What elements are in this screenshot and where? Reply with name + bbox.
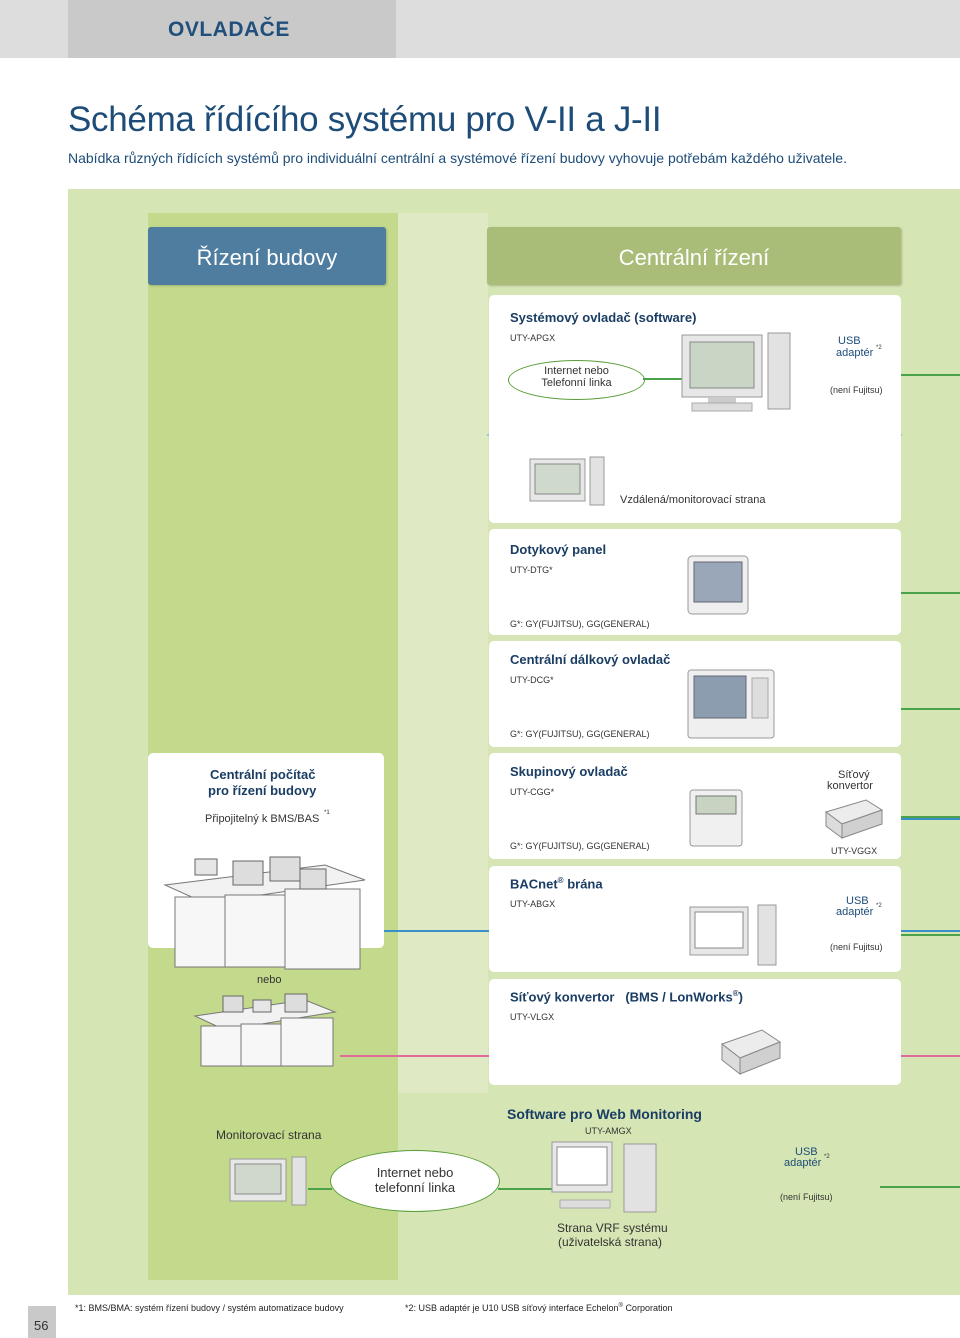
central-remote-note: G*: GY(FUJITSU), GG(GENERAL): [510, 729, 650, 739]
bms-workstation-illustration: [163, 856, 366, 970]
lonworks-converter-illustration: [720, 1029, 782, 1076]
touch-panel-model: UTY-DTG*: [510, 565, 553, 575]
remote-side-label: Vzdálená/monitorovací strana: [620, 494, 766, 506]
bacnet-model: UTY-ABGX: [510, 899, 556, 909]
oval-link: [643, 378, 685, 380]
bacnet-title-tail: brána: [567, 876, 603, 892]
usb-adapter-label-2: adaptér: [836, 906, 874, 918]
lonworks-title-close: ): [738, 989, 743, 1005]
header-building-control: Řízení budovy: [148, 227, 386, 285]
usb-sup-3: *2: [824, 1154, 830, 1160]
web-monitoring-model: UTY-AMGX: [585, 1126, 632, 1136]
bacnet-pc-illustration: [689, 904, 777, 966]
usb-adapter-label-1: adaptér: [836, 347, 874, 359]
internet-oval: Internet nebo Telefonní linka: [508, 360, 645, 400]
lonworks-model: UTY-VLGX: [510, 1012, 555, 1022]
touch-panel-illustration: [687, 555, 749, 615]
web-oval-link: [498, 1188, 552, 1190]
bacnet-title-text: BACnet: [510, 876, 558, 892]
footnote-1: *1: BMS/BMA: systém řízení budovy / syst…: [75, 1303, 344, 1313]
web-server-illustration: [551, 1141, 657, 1213]
header-central-control: Centrální řízení: [487, 227, 901, 285]
section-tab-label: OVLADAČE: [168, 18, 290, 41]
bms-title-2: pro řízení budovy: [208, 783, 317, 798]
building-control-column: [148, 213, 398, 1280]
usb-note-2: (není Fujitsu): [830, 942, 883, 952]
footnote-2-reg: ®: [618, 1303, 623, 1309]
converter-label-2: konvertor: [827, 780, 873, 792]
page-title: Schéma řídícího systému pro V-II a J-II: [68, 100, 662, 139]
column-divider: [398, 213, 488, 1093]
central-remote-model: UTY-DCG*: [510, 675, 554, 685]
bacnet-title-reg: ®: [557, 876, 564, 885]
network-converter-illustration: [824, 799, 884, 839]
bms-connect: Připojitelný k BMS/BAS: [205, 813, 320, 825]
bacnet-title: BACnet® brána: [510, 876, 603, 891]
page-number-box: 56: [28, 1306, 56, 1338]
usb-label-1: USB: [838, 335, 861, 347]
software-title: Systémový ovladač (software): [510, 310, 697, 325]
converter-line: [883, 818, 960, 820]
central-remote-illustration: [687, 669, 775, 739]
web-oval-line-1: Internet nebo: [376, 1165, 454, 1180]
usb-note-1: (není Fujitsu): [830, 385, 883, 395]
converter-model: UTY-VGGX: [831, 846, 878, 856]
page-number: 56: [34, 1318, 49, 1333]
lonworks-card: [489, 979, 901, 1085]
footnote-2-text: *2: USB adaptér je U10 USB síťový interf…: [405, 1303, 619, 1313]
usb-label-3: USB: [795, 1146, 818, 1158]
group-controller-model: UTY-CGG*: [510, 787, 555, 797]
or-label: nebo: [257, 974, 282, 986]
pc-illustration: [681, 332, 791, 412]
oval-line-1: Internet nebo: [544, 365, 609, 377]
footnote-2: *2: USB adaptér je U10 USB síťový interf…: [405, 1303, 672, 1313]
software-model: UTY-APGX: [510, 333, 556, 343]
usb-label-2: USB: [846, 895, 869, 907]
web-oval-line-2: telefonní linka: [374, 1180, 456, 1195]
bms-workstation-alt-illustration: [193, 993, 337, 1067]
usb-note-3: (není Fujitsu): [780, 1192, 833, 1202]
web-monitoring-title: Software pro Web Monitoring: [507, 1106, 702, 1122]
usb-link-line-3: [880, 1186, 960, 1188]
vrf-side-label-1: Strana VRF systému: [557, 1221, 668, 1235]
bms-title-1: Centrální počítač: [210, 767, 316, 782]
monitor-pc-illustration: [229, 1156, 307, 1206]
usb-link-line-2: [880, 934, 960, 936]
vrf-side-label-2: (uživatelská strana): [558, 1235, 663, 1249]
group-controller-illustration: [689, 789, 743, 847]
group-controller-title: Skupinový ovladač: [510, 764, 628, 779]
group-controller-note: G*: GY(FUJITSU), GG(GENERAL): [510, 841, 650, 851]
bms-connect-sup: *1: [324, 810, 330, 816]
usb-sup-2: *2: [876, 903, 882, 909]
central-remote-title: Centrální dálkový ovladač: [510, 652, 671, 667]
usb-adapter-label-3: adaptér: [784, 1157, 822, 1169]
oval-line-2: Telefonní linka: [541, 377, 612, 389]
lonworks-title-text: Síťový konvertor: [510, 989, 615, 1005]
section-tab: OVLADAČE: [68, 0, 396, 58]
usb-sup-1: *2: [876, 345, 882, 351]
lonworks-title: Síťový konvertor (BMS / LonWorks®): [510, 989, 743, 1004]
monitor-side-label: Monitorovací strana: [216, 1128, 322, 1142]
touch-panel-note: G*: GY(FUJITSU), GG(GENERAL): [510, 619, 650, 629]
page-subtitle: Nabídka různých řídících systémů pro ind…: [68, 150, 847, 166]
converter-label-1: Síťový: [838, 769, 870, 781]
remote-pc-illustration: [529, 456, 605, 506]
touch-panel-title: Dotykový panel: [510, 542, 607, 557]
lonworks-title-tail: (BMS / LonWorks: [625, 989, 733, 1005]
lonworks-title-reg: ®: [732, 989, 739, 998]
monitor-link: [308, 1188, 332, 1190]
footnote-2-tail: Corporation: [625, 1303, 673, 1313]
web-internet-oval: Internet nebo telefonní linka: [330, 1150, 500, 1212]
usb-link-line-1: [880, 374, 960, 376]
